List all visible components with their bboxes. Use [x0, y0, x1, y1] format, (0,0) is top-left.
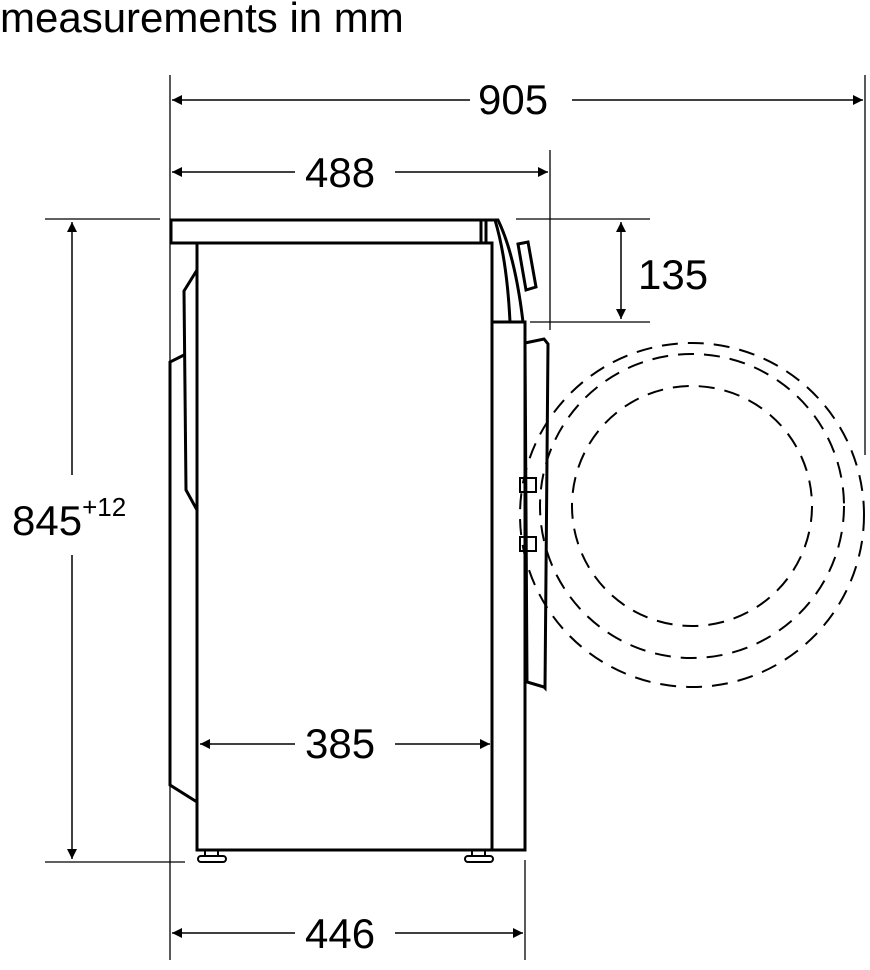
machine-body	[168, 218, 550, 863]
dim-845: 845+12	[12, 492, 127, 544]
diagram-title: measurements in mm	[0, 0, 404, 41]
dim-488: 488	[305, 149, 376, 196]
dimension-arrows	[67, 95, 863, 938]
dim-446: 446	[305, 910, 376, 957]
dim-385: 385	[305, 720, 376, 767]
door-swing-circles	[519, 342, 865, 688]
dim-135: 135	[638, 251, 709, 298]
dim-905: 905	[478, 76, 549, 123]
door	[523, 337, 550, 692]
